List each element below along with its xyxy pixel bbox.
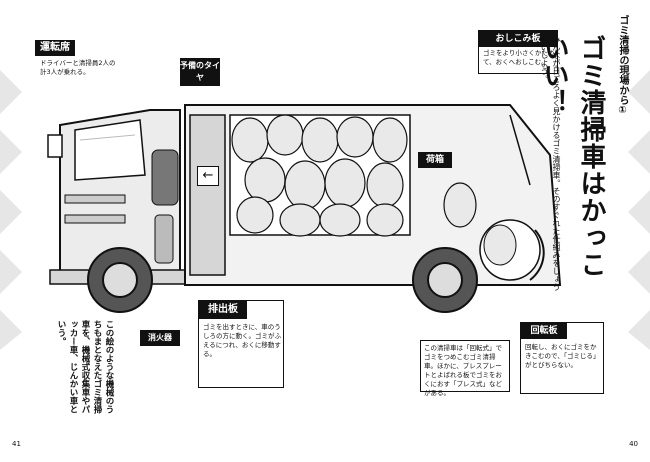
press-plate-tag: おしこみ板 bbox=[479, 31, 557, 47]
page-number-right: 40 bbox=[629, 440, 638, 448]
page-intro: みんなが日ごろよく見かけるゴミ清掃車。そのすぐれた仕組みをしょうかいしよう。 bbox=[540, 35, 561, 291]
arrow-left-icon: ← bbox=[197, 166, 219, 186]
rotary-plate-tag: 回転板 bbox=[521, 323, 567, 339]
right-chevron-border bbox=[628, 70, 650, 350]
left-chevron-border bbox=[0, 70, 22, 350]
extinguisher-tag: 消火器 bbox=[140, 330, 180, 346]
spare-tire-tag: 予備のタイヤ bbox=[180, 58, 220, 86]
rotary-plate-title: 回転板 bbox=[530, 326, 558, 336]
press-plate-text: ゴミをより小さくかためて、おくへおしこむ。 bbox=[483, 49, 555, 66]
ejector-plate-callout: 排出板 ゴミを出すときに、車のうしろの方に動く。ゴミがふえるにつれ、おくに移動す… bbox=[198, 300, 284, 388]
cargo-box-tag: 荷箱 bbox=[418, 152, 452, 168]
press-plate-title: おしこみ板 bbox=[495, 34, 541, 44]
cargo-box-title: 荷箱 bbox=[425, 155, 444, 165]
series-label: ゴミ清掃の現場から① bbox=[615, 15, 630, 135]
press-plate-callout: おしこみ板 ゴミをより小さくかためて、おくへおしこむ。 bbox=[478, 30, 558, 74]
ejector-plate-title: 排出板 bbox=[208, 304, 238, 315]
extinguisher-title: 消火器 bbox=[148, 333, 172, 342]
page-number-left: 41 bbox=[12, 440, 21, 448]
page-title: ゴミ清掃車はかっこいい！ bbox=[539, 35, 606, 278]
driver-seat-text: ドライバーと清掃員2人の計3人が乗れる。 bbox=[40, 59, 116, 76]
rotary-note: この清掃車は「回転式」でゴミをつめこむゴミ清掃車。ほかに、プレスプレートとよばれ… bbox=[420, 340, 510, 397]
spare-tire-title: 予備のタイヤ bbox=[180, 61, 220, 82]
driver-seat-title: 運転席 bbox=[40, 42, 70, 53]
series-label-text: ゴミ清掃の現場から bbox=[617, 15, 628, 105]
series-number: ① bbox=[617, 105, 628, 116]
garbage-truck-illustration bbox=[47, 104, 562, 313]
ejector-plate-text: ゴミを出すときに、車のうしろの方に動く。ゴミがふえるにつれ、おくに移動する。 bbox=[203, 323, 281, 358]
driver-seat-tag: 運転席 bbox=[35, 40, 75, 56]
ejector-plate-tag: 排出板 bbox=[199, 301, 247, 319]
rotary-plate-callout: 回転板 回転し、おくにゴミをかきこむので、「ゴミじる」がとびちらない。 bbox=[520, 322, 604, 394]
rotary-plate-text: 回転し、おくにゴミをかきこむので、「ゴミじる」がとびちらない。 bbox=[525, 343, 600, 369]
packer-note: この絵のような機械のうちもまとなえたゴミ清掃車を、機械式収集車やパッカー車、じん… bbox=[56, 320, 114, 414]
